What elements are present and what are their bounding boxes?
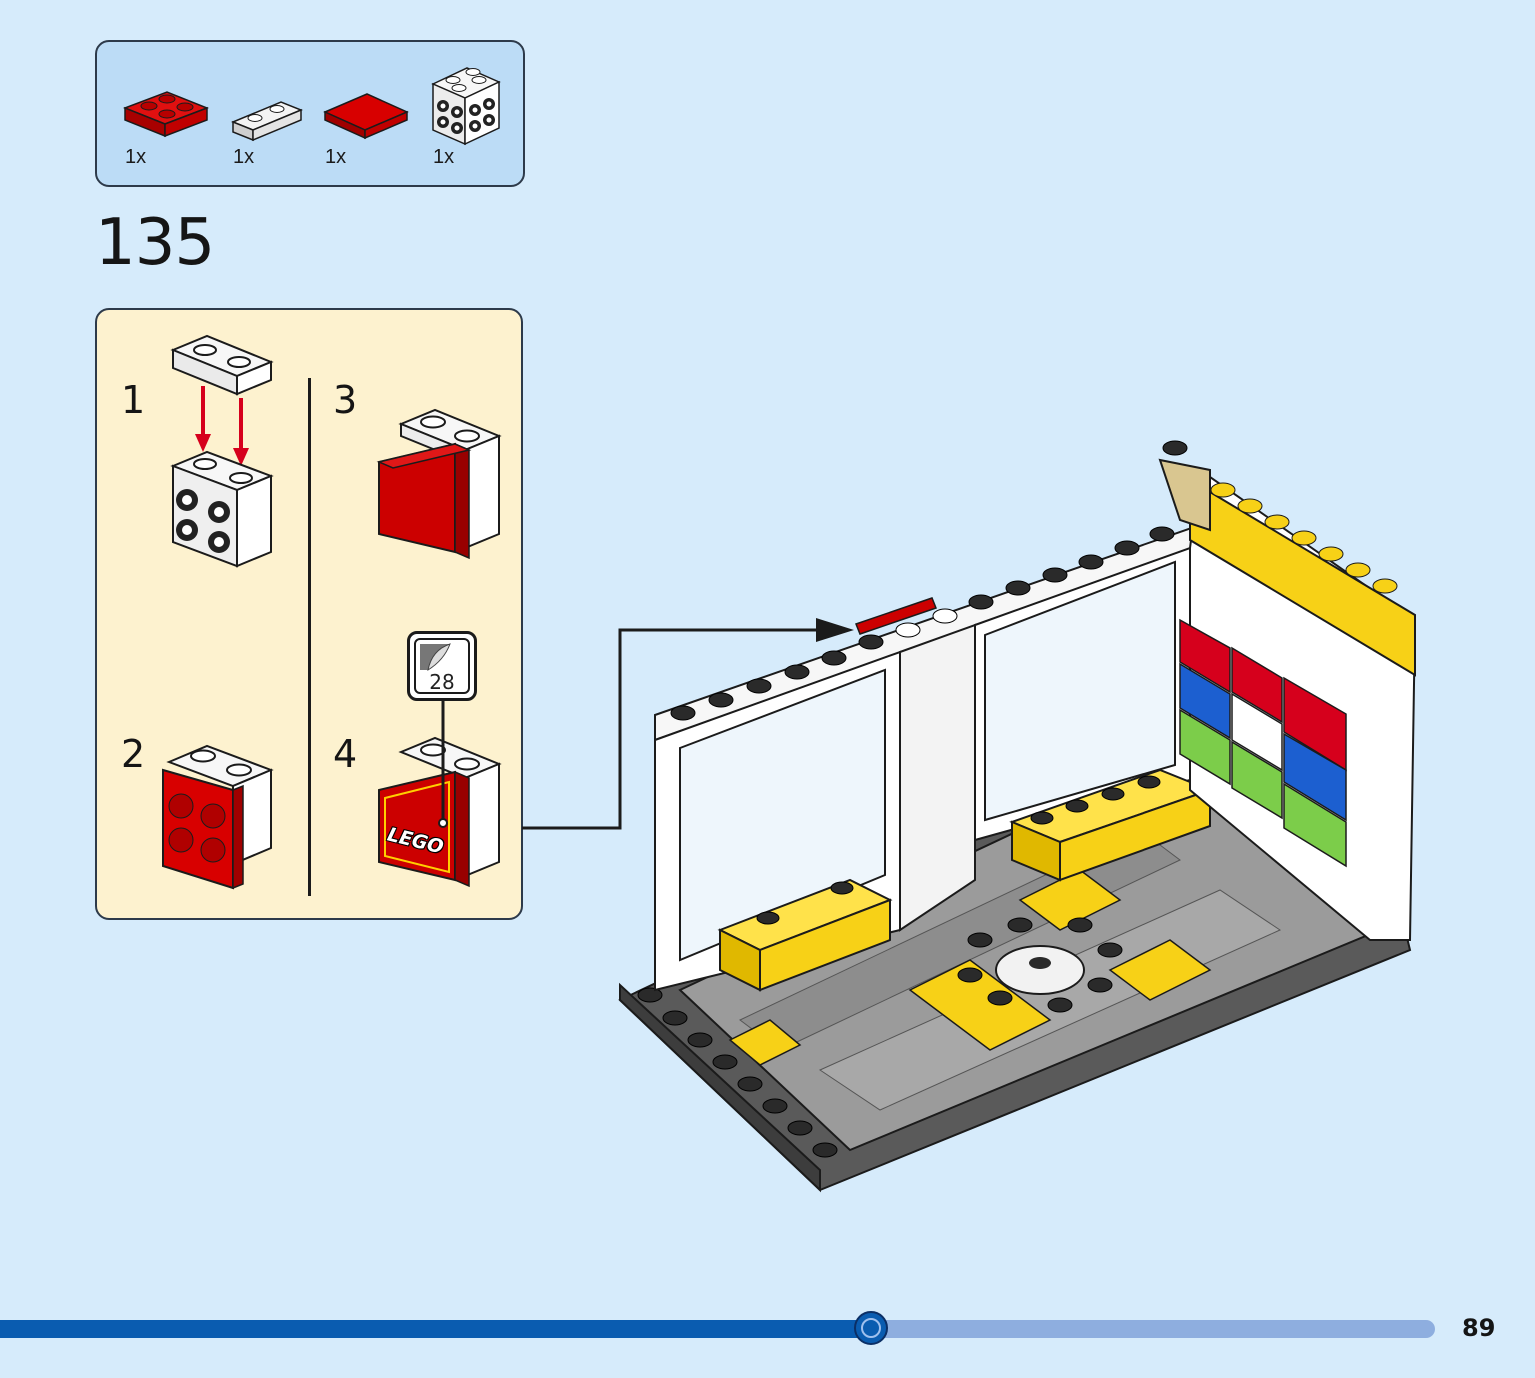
sub-step-number: 2 (121, 732, 146, 776)
sub-assembly-box: 1 2 3 4 (95, 308, 523, 920)
sticker-number: 28 (429, 670, 455, 694)
sub-step-2-illustration (162, 744, 274, 890)
qty-label: 1x (325, 146, 347, 168)
sticker-peel-icon (420, 643, 451, 672)
red-plate-2x2-icon (123, 91, 209, 138)
qty-label: 1x (233, 146, 255, 168)
qty-label: 1x (433, 146, 455, 168)
red-tile-2x2-icon (323, 93, 409, 140)
sub-assembly-divider (308, 378, 311, 896)
page-number: 89 (1462, 1314, 1496, 1342)
sticker-frame (414, 638, 470, 694)
qty-label: 1x (125, 146, 147, 168)
sub-step-number: 1 (121, 378, 146, 422)
placement-arrow (522, 618, 854, 830)
progress-knob (854, 1311, 888, 1345)
sub-step-4-illustration (378, 736, 502, 888)
progress-fill (0, 1320, 871, 1338)
parts-list-box: 1x 1x 1x 1x (95, 40, 525, 187)
sticker-callout: 28 (407, 631, 477, 701)
main-model-illustration (618, 440, 1417, 1193)
sub-step-1-illustration (170, 334, 274, 568)
sub-step-number: 4 (333, 732, 358, 776)
step-number: 135 (95, 206, 215, 280)
sticker-callout-line (438, 699, 448, 828)
progress-bar (0, 1311, 1435, 1345)
white-brick-side-studs-icon (431, 67, 501, 146)
sub-step-number: 3 (333, 378, 358, 422)
sub-step-3-illustration (376, 408, 502, 560)
white-plate-1x2-icon (231, 101, 303, 142)
